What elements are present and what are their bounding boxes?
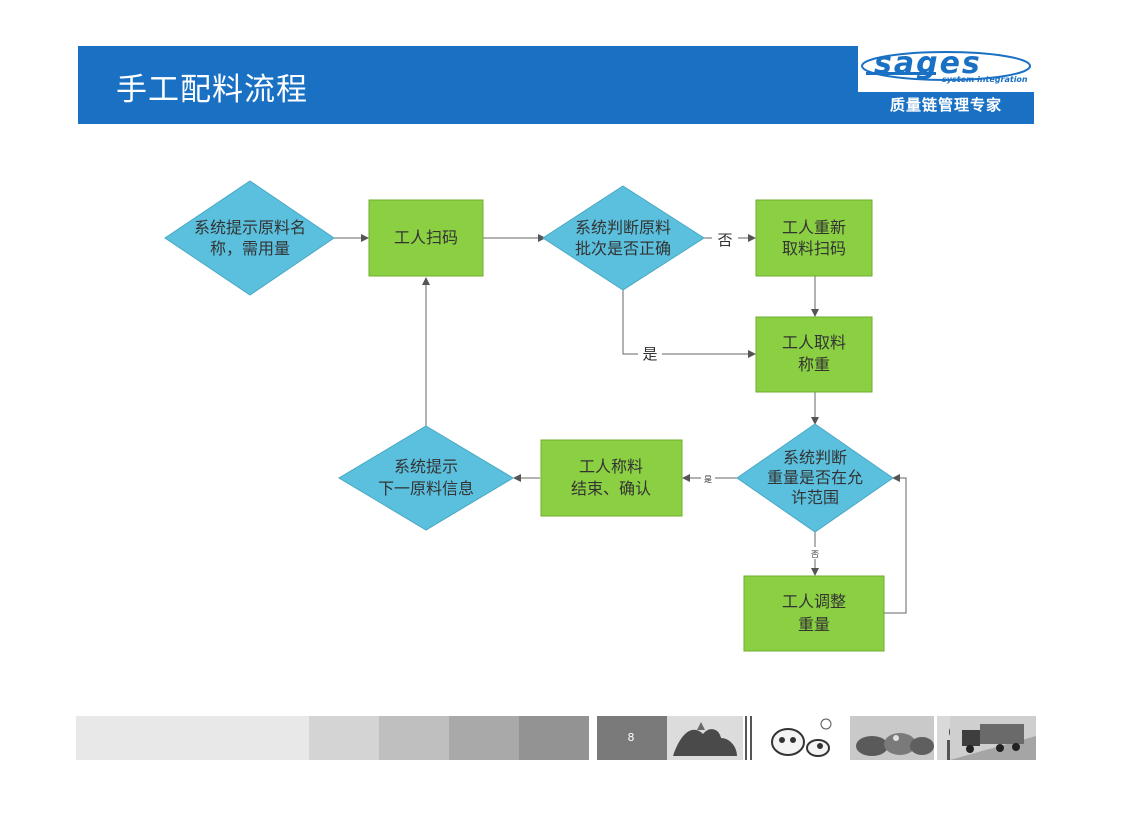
node-prompt-material: 系统提示原料名 称，需用量 <box>164 180 335 296</box>
footer-band-3 <box>379 716 449 760</box>
node-worker-scan-line1: 工人扫码 <box>394 228 458 247</box>
title-bar: 手工配料流程 sages system integration 质量链管理专家 <box>78 46 1034 124</box>
node-adjust-weight: 工人调整 重量 <box>743 575 885 652</box>
footer-band-4 <box>449 716 519 760</box>
node-next-prompt: 系统提示 下一原料信息 <box>338 425 514 531</box>
node-take-weigh-line1: 工人取料 <box>782 333 846 352</box>
rooster-thumbnail <box>667 716 743 760</box>
node-adjust-weight-line1: 工人调整 <box>782 592 846 611</box>
logo-panel: sages system integration <box>858 46 1034 92</box>
logo-wordmark: sages <box>874 46 982 81</box>
node-take-weigh: 工人取料 称重 <box>755 316 873 393</box>
footer-divider-1 <box>745 716 747 760</box>
footer-band-6 <box>589 716 597 760</box>
footer-band-1 <box>76 716 309 760</box>
node-next-prompt-line2: 下一原料信息 <box>378 479 474 498</box>
node-take-weigh-line2: 称重 <box>798 355 830 374</box>
node-finish-confirm: 工人称料 结束、确认 <box>540 439 683 517</box>
cattle-image-thumbnail <box>850 716 934 760</box>
node-check-weight-line2: 重量是否在允 <box>767 468 863 487</box>
edge-label-weight-yes: 是 <box>704 475 712 484</box>
node-rescan-line1: 工人重新 <box>782 218 846 237</box>
cartoon-cow-thumbnail <box>762 716 848 760</box>
footer-strip: 8 <box>76 716 1036 760</box>
node-check-batch-line1: 系统判断原料 <box>575 218 671 237</box>
edge-adjust-to-weightcheck <box>884 474 907 614</box>
highway-truck-thumbnail <box>950 716 1036 760</box>
company-logo: sages system integration 质量链管理专家 <box>858 46 1034 124</box>
page-number: 8 <box>627 731 635 744</box>
logo-subtitle: system integration <box>942 75 1028 84</box>
edge-check-yes-to-take <box>622 290 756 358</box>
footer-divider-2 <box>750 716 752 760</box>
node-finish-confirm-line1: 工人称料 <box>579 457 643 476</box>
node-prompt-material-line2: 称，需用量 <box>210 239 290 258</box>
node-check-batch-line2: 批次是否正确 <box>575 239 671 258</box>
slide-title: 手工配料流程 <box>116 72 308 108</box>
edge-label-batch-yes: 是 <box>642 345 657 363</box>
logo-swoosh-icon <box>861 51 1031 81</box>
tagline: 质量链管理专家 <box>889 96 1002 114</box>
node-rescan: 工人重新 取料扫码 <box>755 199 873 277</box>
node-adjust-weight-line2: 重量 <box>798 615 830 634</box>
node-next-prompt-line1: 系统提示 <box>394 457 458 476</box>
node-check-weight-line1: 系统判断 <box>783 448 847 467</box>
edge-label-weight-no: 否 <box>811 550 819 559</box>
node-check-weight: 系统判断 重量是否在允 许范围 <box>736 423 894 533</box>
footer-band-page <box>597 716 667 760</box>
edge-label-batch-no: 否 <box>717 231 732 249</box>
node-check-batch: 系统判断原料 批次是否正确 <box>542 185 705 291</box>
node-finish-confirm-line2: 结束、确认 <box>571 479 651 498</box>
node-prompt-material-line1: 系统提示原料名 <box>194 218 306 237</box>
footer-band-5 <box>519 716 589 760</box>
node-check-weight-line3: 许范围 <box>791 488 839 507</box>
node-rescan-line2: 取料扫码 <box>782 239 846 258</box>
node-worker-scan: 工人扫码 <box>368 199 484 277</box>
footer-band-2 <box>309 716 379 760</box>
